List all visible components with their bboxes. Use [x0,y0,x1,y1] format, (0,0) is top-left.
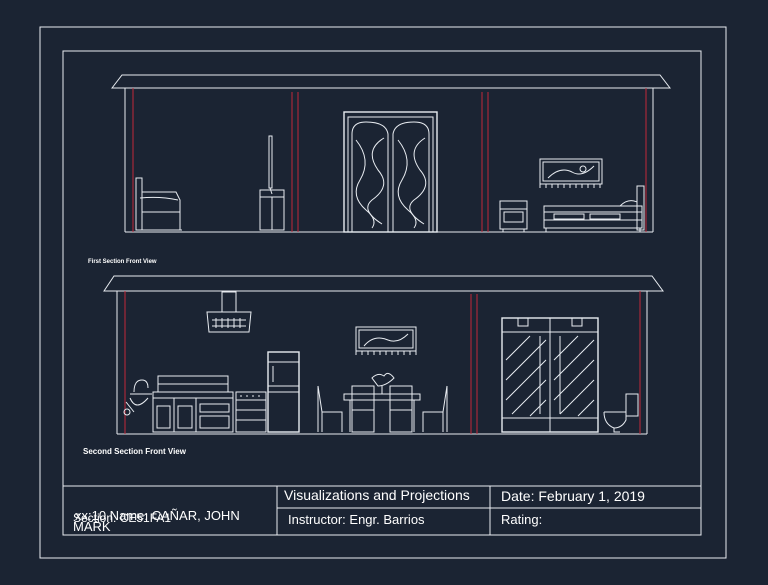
section2-caption: Second Section Front View [83,447,187,456]
rating-label: Rating: [501,512,542,527]
roof-2 [103,275,664,292]
oven-stack [235,391,267,433]
student-name-cont: MARK [73,519,111,534]
instructor-label: Instructor: Engr. Barrios [288,512,425,527]
wardrobe [501,317,599,433]
double-door [343,111,438,233]
bed-elevation [543,185,645,232]
inner-border [62,50,702,536]
refrigerator [267,351,300,433]
first-section-elevation [110,74,672,233]
wall-art-2 [355,326,417,355]
armchair-elevation [135,177,182,231]
section-code: Section: CE51FA1 [73,511,171,525]
wall-art-1 [539,158,603,188]
date-label: Date: February 1, 2019 [501,488,645,504]
title-block [63,485,701,535]
kitchen-counter [152,375,234,433]
range-hood [206,291,252,333]
roof-1 [110,74,672,89]
kitchen-sink [123,379,152,416]
drawing-title: Visualizations and Projections [284,487,470,503]
dining-set [317,372,448,433]
tv-on-cabinet [259,135,285,231]
outer-border [39,26,727,559]
student-name: xx:10 Name: CAÑAR, JOHN [75,508,240,523]
toilet [603,393,639,433]
section1-caption: First Section Front View [88,259,157,265]
second-section-elevation [103,275,664,435]
nightstand [499,200,528,232]
